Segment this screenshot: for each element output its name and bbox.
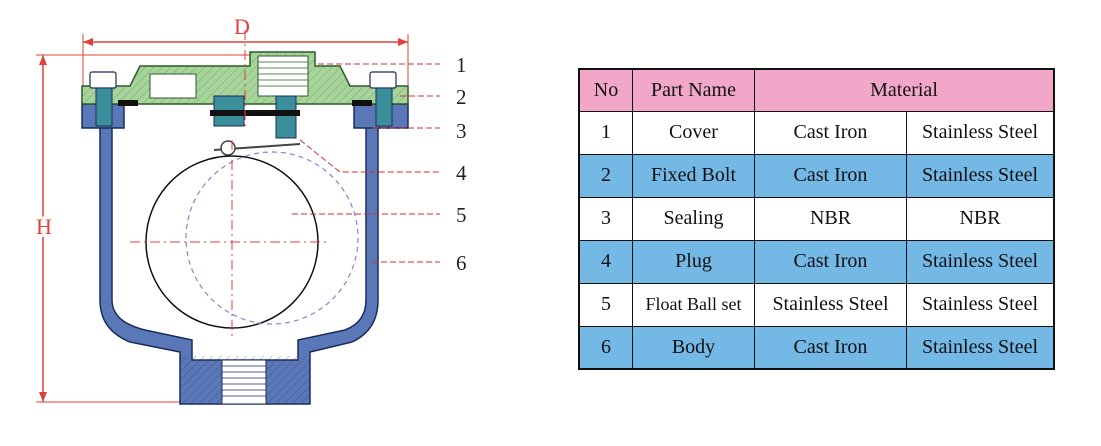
header-no: No xyxy=(578,68,633,112)
float-ball xyxy=(130,30,359,340)
dimension-h-label: H xyxy=(36,214,52,239)
row-material-1: Cast Iron xyxy=(754,110,907,155)
sealing-gasket xyxy=(118,100,372,106)
table-row: 6 Body Cast Iron Stainless Steel xyxy=(578,325,1055,370)
callout-numbers: 1 2 3 4 5 6 xyxy=(456,53,467,275)
callout-5: 5 xyxy=(456,203,467,227)
height-dimension: H xyxy=(33,54,250,403)
row-material-1: Cast Iron xyxy=(754,153,907,198)
table-row: 5 Float Ball set Stainless Steel Stainle… xyxy=(578,282,1055,327)
row-material-2: Stainless Steel xyxy=(906,282,1055,327)
parts-material-table: No Part Name Material 1 Cover Cast Iron … xyxy=(578,68,1055,370)
row-part-name: Cover xyxy=(632,110,755,155)
row-part-name: Body xyxy=(632,325,755,370)
row-material-1: NBR xyxy=(754,196,907,241)
table-header-row: No Part Name Material xyxy=(578,68,1055,112)
row-part-name: Plug xyxy=(632,239,755,284)
row-material-2: Stainless Steel xyxy=(906,153,1055,198)
callout-leaders xyxy=(292,63,440,263)
table-row: 4 Plug Cast Iron Stainless Steel xyxy=(578,239,1055,284)
row-no: 6 xyxy=(578,325,633,370)
row-material-1: Cast Iron xyxy=(754,239,907,284)
callout-3: 3 xyxy=(456,119,467,143)
row-material-2: Stainless Steel xyxy=(906,325,1055,370)
width-dimension: D xyxy=(82,14,409,88)
row-material-1: Stainless Steel xyxy=(754,282,907,327)
table-row: 3 Sealing NBR NBR xyxy=(578,196,1055,241)
row-material-2: Stainless Steel xyxy=(906,110,1055,155)
row-no: 4 xyxy=(578,239,633,284)
row-no: 2 xyxy=(578,153,633,198)
callout-2: 2 xyxy=(456,85,467,109)
row-no: 5 xyxy=(578,282,633,327)
valve-cross-section-diagram: D H xyxy=(33,14,467,405)
header-part-name: Part Name xyxy=(632,68,755,112)
row-part-name: Float Ball set xyxy=(632,282,755,327)
callout-6: 6 xyxy=(456,251,467,275)
row-no: 3 xyxy=(578,196,633,241)
callout-4: 4 xyxy=(456,161,467,185)
header-material: Material xyxy=(754,68,1055,112)
table-row: 1 Cover Cast Iron Stainless Steel xyxy=(578,110,1055,155)
fixed-bolts xyxy=(89,71,397,127)
valve-plug xyxy=(210,95,301,156)
row-material-2: NBR xyxy=(906,196,1055,241)
row-material-2: Stainless Steel xyxy=(906,239,1055,284)
row-material-1: Cast Iron xyxy=(754,325,907,370)
row-no: 1 xyxy=(578,110,633,155)
row-part-name: Fixed Bolt xyxy=(632,153,755,198)
callout-1: 1 xyxy=(456,53,467,77)
row-part-name: Sealing xyxy=(632,196,755,241)
dimension-d-label: D xyxy=(234,14,250,39)
table-row: 2 Fixed Bolt Cast Iron Stainless Steel xyxy=(578,153,1055,198)
